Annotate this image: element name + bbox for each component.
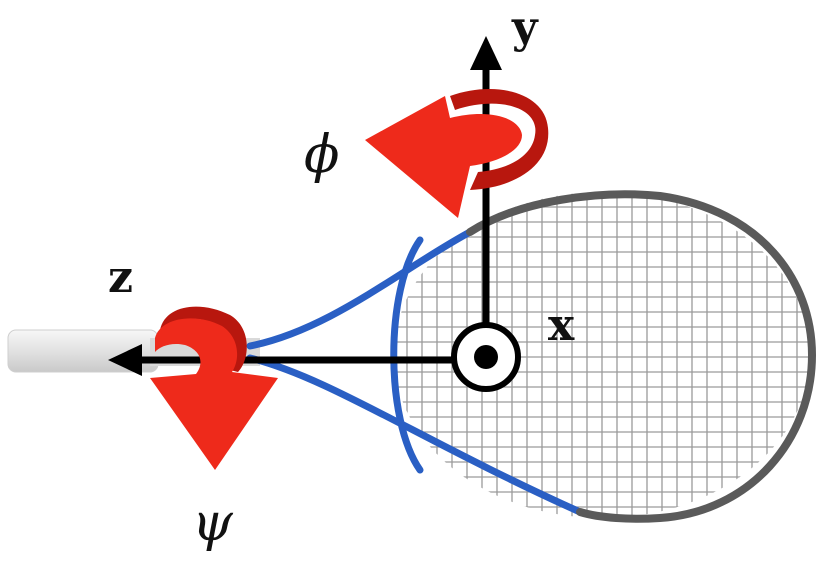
phi-arrow-body [365, 96, 522, 218]
racket-head-frame [466, 190, 817, 523]
psi-arrow-band [160, 306, 247, 372]
phi-arrow-band [450, 89, 549, 190]
y-axis-label: y [511, 2, 539, 53]
psi-arrow-body [150, 318, 278, 470]
curved-rotation-arrow-icon [150, 306, 278, 470]
z-axis-arrowhead [108, 344, 142, 376]
y-axis-arrowhead [470, 36, 502, 70]
out-of-plane-dot-icon [451, 322, 521, 392]
x-axis-label: x [548, 300, 575, 351]
racket-throat-lower [246, 354, 584, 516]
curved-rotation-arrow-icon [365, 89, 549, 218]
racket-throat-bridge [390, 236, 424, 474]
coordinate-axes [108, 36, 521, 392]
psi-label: ψ [192, 493, 234, 553]
z-axis-label: z [108, 252, 133, 303]
phi-label: ϕ [304, 125, 339, 185]
racket-throat-upper [246, 228, 474, 350]
